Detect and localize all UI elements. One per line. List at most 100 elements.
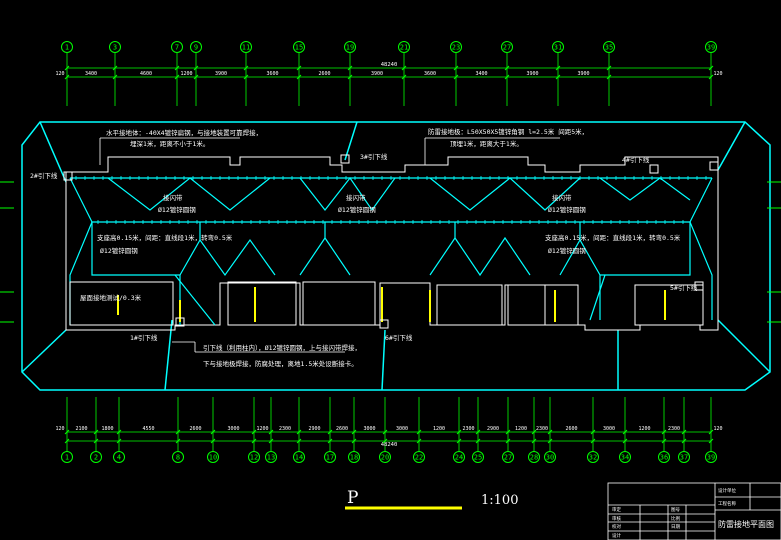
grid-bubble-label: 9 bbox=[194, 44, 198, 52]
grid-bubble-label: 10 bbox=[209, 454, 217, 462]
dim-tick bbox=[296, 429, 302, 435]
dim-tick bbox=[268, 438, 274, 444]
dim-tick bbox=[174, 65, 180, 71]
dim-tick bbox=[475, 429, 481, 435]
tb-col2: 比例 bbox=[671, 515, 680, 522]
segment-dimension: 3600 bbox=[266, 71, 278, 77]
grid-bubble bbox=[61, 41, 73, 53]
segment-dimension: 1200 bbox=[256, 426, 268, 432]
dim-tick bbox=[251, 438, 257, 444]
grid-bubble bbox=[379, 451, 391, 463]
dim-tick bbox=[193, 74, 199, 80]
grid-bubble bbox=[171, 41, 183, 53]
label-down-conductor-3: 3#引下线 bbox=[360, 152, 388, 161]
dim-tick bbox=[475, 438, 481, 444]
note-earth-rod-line2: 顶埋1米，距离大于1米。 bbox=[450, 139, 523, 148]
label-down-conductor-1: 1#引下线 bbox=[130, 333, 158, 342]
dim-tick bbox=[416, 429, 422, 435]
dim-tick bbox=[296, 438, 302, 444]
dim-tick bbox=[116, 438, 122, 444]
grid-bubble-label: 1 bbox=[65, 44, 69, 52]
segment-dimension: 2100 bbox=[75, 426, 87, 432]
dim-tick bbox=[505, 438, 511, 444]
dim-tick bbox=[453, 74, 459, 80]
dim-tick bbox=[112, 65, 118, 71]
test-points bbox=[117, 287, 666, 322]
grid-bubble bbox=[544, 451, 556, 463]
tb-left4: 设计 bbox=[612, 532, 621, 539]
test-box-note: 屋面接地测试/0.3米 bbox=[80, 293, 142, 302]
segment-dimension: 2300 bbox=[668, 426, 680, 432]
drawing-title: 防雷接地平面图 bbox=[718, 519, 774, 529]
segment-dimension: 2300 bbox=[462, 426, 474, 432]
dim-tick bbox=[210, 429, 216, 435]
grid-bubble-label: 25 bbox=[474, 454, 482, 462]
grid-bubble bbox=[398, 41, 410, 53]
dim-tick bbox=[606, 74, 612, 80]
tb-row1: 设计单位 bbox=[718, 487, 736, 494]
dim-tick bbox=[210, 438, 216, 444]
segment-dimension: 3400 bbox=[475, 71, 487, 77]
dim-tick bbox=[382, 438, 388, 444]
segment-dimension: 3900 bbox=[371, 71, 383, 77]
dim-tick bbox=[416, 438, 422, 444]
dim-tick bbox=[296, 74, 302, 80]
grid-bubble-label: 3 bbox=[113, 44, 117, 52]
dim-tick bbox=[661, 438, 667, 444]
bottom-note-line1: 引下线（利用柱内），Ø12镀锌圆钢，上与接闪带焊接， bbox=[203, 343, 361, 352]
grid-bubble-label: 39 bbox=[707, 454, 715, 462]
dim-tick bbox=[622, 429, 628, 435]
ridge-left-label2: Ø12镀锌圆钢 bbox=[158, 205, 196, 214]
grid-bubble bbox=[587, 451, 599, 463]
grid-bubble-label: 11 bbox=[242, 44, 250, 52]
dim-tick bbox=[606, 65, 612, 71]
grid-bubble-label: 30 bbox=[546, 454, 554, 462]
dim-tick bbox=[547, 429, 553, 435]
grid-bubble-label: 4 bbox=[117, 454, 121, 462]
dim-tick bbox=[64, 65, 70, 71]
dim-tick bbox=[112, 74, 118, 80]
segment-dimension: 3400 bbox=[85, 71, 97, 77]
dim-tick bbox=[453, 65, 459, 71]
grid-bubble bbox=[501, 41, 513, 53]
total-dimension: 48240 bbox=[381, 62, 398, 68]
grid-bubble bbox=[190, 41, 202, 53]
segment-dimension: 120 bbox=[713, 426, 722, 432]
grid-bubble bbox=[453, 451, 465, 463]
segment-dimension: 1200 bbox=[515, 426, 527, 432]
grid-bubble bbox=[90, 451, 102, 463]
segment-dimension: 120 bbox=[55, 426, 64, 432]
dim-tick bbox=[681, 438, 687, 444]
dim-tick bbox=[708, 429, 714, 435]
grid-bubble-label: 17 bbox=[326, 454, 334, 462]
ridge-right-label1: 接闪带 bbox=[552, 193, 572, 202]
dim-tick bbox=[555, 74, 561, 80]
grid-bubble bbox=[413, 451, 425, 463]
dim-tick bbox=[505, 429, 511, 435]
grid-bubble-label: 24 bbox=[455, 454, 463, 462]
segment-dimension: 3900 bbox=[215, 71, 227, 77]
grid-bubble bbox=[293, 451, 305, 463]
note-earth-rod-line1: 防雷接地极：L50X50X5镀锌角钢 l=2.5米 间距5米， bbox=[428, 127, 588, 136]
mesh-left-label1: 支座高0.15米，间距：直线段1米，转弯0.5米 bbox=[97, 233, 233, 242]
tb-left2: 审核 bbox=[612, 515, 621, 522]
grid-bubble-label: 31 bbox=[554, 44, 562, 52]
dim-tick bbox=[175, 438, 181, 444]
dim-tick bbox=[401, 74, 407, 80]
scale-block: P 1:100 bbox=[345, 488, 518, 510]
grid-bubble bbox=[502, 451, 514, 463]
dim-tick bbox=[708, 65, 714, 71]
title-block bbox=[607, 482, 781, 540]
dim-tick bbox=[351, 429, 357, 435]
grid-bubble-label: 20 bbox=[381, 454, 389, 462]
note-horizontal-earth-line2: 埋深1米，距离不小于1米。 bbox=[130, 139, 209, 148]
dim-tick bbox=[116, 429, 122, 435]
grid-bubble-label: 14 bbox=[295, 454, 303, 462]
grid-bubble-label: 18 bbox=[350, 454, 358, 462]
dim-tick bbox=[64, 438, 70, 444]
scale-symbol: P bbox=[347, 488, 358, 508]
dim-tick bbox=[590, 438, 596, 444]
segment-dimension: 3900 bbox=[577, 71, 589, 77]
segment-dimension: 4550 bbox=[142, 426, 154, 432]
